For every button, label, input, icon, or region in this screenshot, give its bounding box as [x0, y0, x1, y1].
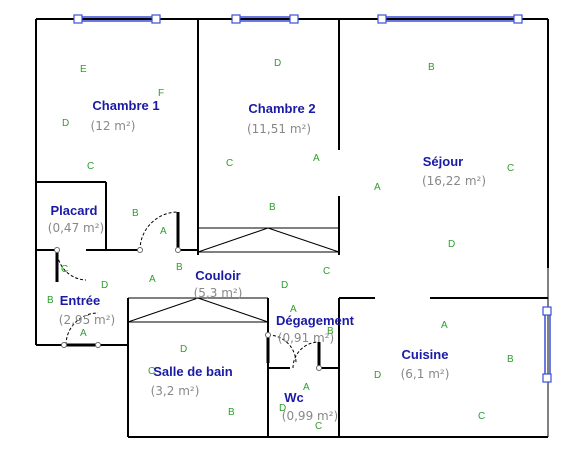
room-name-salle-de-bain: Salle de bain: [153, 364, 233, 379]
marker: A: [313, 153, 320, 164]
room-name-chambre2: Chambre 2: [248, 101, 315, 116]
marker: A: [80, 328, 87, 339]
marker: A: [303, 382, 310, 393]
marker: A: [149, 274, 156, 285]
room-name-sejour: Séjour: [423, 154, 463, 169]
door-entree: [65, 312, 99, 346]
closet-diag-a: [197, 227, 269, 253]
room-area-chambre2: (11,51 m²): [247, 122, 311, 136]
room-name-degagement: Dégagement: [276, 313, 355, 328]
room-labels: Chambre 1 (12 m²) Chambre 2 (11,51 m²) S…: [48, 98, 486, 423]
marker: C: [315, 421, 322, 432]
marker: A: [290, 304, 297, 315]
marker: D: [281, 280, 288, 291]
windows: [73, 14, 552, 383]
door-salle-de-bain: [267, 334, 297, 364]
room-name-wc: Wc: [284, 390, 304, 405]
room-name-entree: Entrée: [60, 293, 100, 308]
door-wc: [292, 341, 320, 369]
bath-closet-diag-b: [197, 297, 269, 323]
room-area-salle-de-bain: (3,2 m²): [151, 384, 200, 398]
marker: C: [61, 264, 68, 275]
room-name-chambre1: Chambre 1: [92, 98, 159, 113]
marker: B: [269, 202, 276, 213]
marker: A: [441, 320, 448, 331]
marker: B: [327, 326, 334, 337]
marker: D: [62, 118, 69, 129]
room-area-wc: (0,99 m²): [282, 409, 338, 423]
room-area-placard: (0,47 m²): [48, 221, 104, 235]
room-name-couloir: Couloir: [195, 268, 241, 283]
marker: C: [148, 366, 155, 377]
marker: B: [428, 62, 435, 73]
marker: B: [507, 354, 514, 365]
room-area-entree: (2,95 m²): [59, 313, 115, 327]
room-name-placard: Placard: [51, 203, 98, 218]
marker: B: [176, 262, 183, 273]
marker: C: [507, 163, 514, 174]
room-name-cuisine: Cuisine: [402, 347, 449, 362]
marker: B: [47, 295, 54, 306]
marker: D: [448, 239, 455, 250]
closet-diag-b: [267, 227, 340, 253]
marker: C: [226, 158, 233, 169]
marker: C: [478, 411, 485, 422]
marker: C: [323, 266, 330, 277]
marker: E: [80, 64, 87, 75]
room-area-cuisine: (6,1 m²): [401, 367, 450, 381]
marker: D: [180, 344, 187, 355]
marker: D: [101, 280, 108, 291]
door-chambre1: [139, 211, 179, 251]
marker: D: [279, 403, 286, 414]
doors: [54, 211, 322, 371]
room-area-chambre1: (12 m²): [91, 119, 136, 133]
bath-closet-diag-a: [127, 297, 199, 323]
marker: B: [228, 407, 235, 418]
walls: [35, 18, 549, 438]
marker: D: [374, 370, 381, 381]
door-placard: [56, 249, 87, 281]
room-area-sejour: (16,22 m²): [422, 174, 486, 188]
marker: C: [87, 161, 94, 172]
wall-markers: E F D C B A D C A B B C A D B A D C C D …: [47, 58, 514, 432]
marker: A: [160, 226, 167, 237]
room-area-degagement: (0,91 m²): [278, 331, 334, 345]
marker: A: [374, 182, 381, 193]
marker: D: [274, 58, 281, 69]
room-area-couloir: (5,3 m²): [194, 286, 243, 300]
marker: F: [158, 88, 164, 99]
marker: B: [132, 208, 139, 219]
